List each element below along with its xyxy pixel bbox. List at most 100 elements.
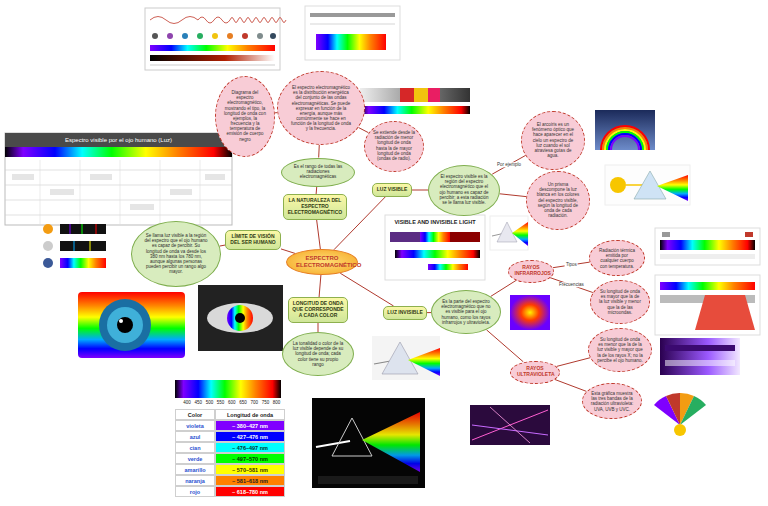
uv-chart-part: [665, 360, 735, 366]
eye-photo-part: [78, 292, 185, 358]
rainbow-photo-part: [605, 130, 645, 150]
eye-photo: [78, 292, 185, 358]
prism-photo-dark-part: [312, 398, 425, 488]
eye-photo-dark-part: [198, 285, 283, 351]
connector-line: [491, 280, 517, 296]
connector-line: [317, 220, 321, 249]
prism-photo-dark-part: [362, 412, 420, 472]
em-spectrum-chart-part: [150, 55, 275, 61]
visible-spectrum-chart-part: [5, 147, 232, 157]
table-cell: ~ 427–476 nm: [215, 431, 285, 442]
sun-prism-part: [605, 165, 690, 205]
visible-spectrum-chart-part: [5, 170, 232, 171]
light-source-icons-part: [96, 224, 97, 234]
table-header: Color: [175, 409, 215, 420]
axis-tick: 750: [258, 399, 272, 407]
sun-prism-part: [626, 184, 644, 186]
sun-prism-part: [657, 175, 688, 201]
node-text-group: RAYOS ULTRAVIOLETA: [517, 366, 553, 378]
visible-spectrum-chart-part: [5, 133, 232, 225]
light-source-icons-part: [74, 241, 75, 251]
visible-spectrum-chart-part: [205, 174, 225, 180]
table-cell: verde: [175, 453, 215, 464]
connector-line: [281, 249, 295, 253]
table-cell: ~ 570–581 nm: [215, 464, 285, 475]
table-cell: violeta: [175, 420, 215, 431]
uv-fan-part: [674, 424, 686, 436]
uv-fan-part: [666, 393, 680, 425]
table-cell: rojo: [175, 486, 215, 497]
node-text-group: El espectro electromagnético es la distr…: [290, 85, 353, 132]
infrared-band-chart-part: [660, 282, 755, 290]
em-spectrum-chart-part: [150, 17, 286, 24]
example-cloud: El arcoíris es un fenómeno óptico que ha…: [521, 111, 585, 170]
infrared-chart-part: [660, 254, 755, 259]
definition-oval: Es la parte del espectro electromagnétic…: [431, 290, 501, 334]
eye-photo-part: [99, 299, 151, 351]
em-spectrum-chart-part: [167, 33, 173, 39]
infrared-band-chart-part: [655, 275, 760, 335]
spectrum-strip-part: [310, 13, 395, 17]
node-text: Es la parte del espectro electromagnétic…: [441, 299, 491, 325]
prism-rays-part: [512, 222, 528, 246]
visible-spectrum-chart-part: [160, 160, 161, 225]
node-text-group: Su longitud de onda es menor que la de l…: [597, 337, 643, 363]
node-text: RAYOS ULTRAVIOLETA: [517, 366, 553, 378]
laser-photo-part: [490, 407, 530, 443]
subtopic-cloud: RAYOS ULTRAVIOLETA: [510, 361, 560, 384]
node-text-group: Un prisma descompone la luz blanca en lo…: [535, 182, 581, 218]
spectrum-strip-part: [316, 34, 386, 50]
prism-photo-part: [408, 348, 440, 376]
visible-spectrum-chart-part: [200, 160, 201, 225]
node-text-group: Radiación térmica emitida por cualquier …: [597, 248, 637, 269]
node-text-group: LUZ INVISIBLE: [387, 310, 423, 316]
node-text-group: Su longitud de onda es mayor que la de l…: [599, 289, 642, 315]
axis-tick: 700: [247, 399, 261, 407]
example-cloud: Un prisma descompone la luz blanca en lo…: [526, 171, 590, 230]
infrared-chart-part: [745, 232, 753, 237]
prism-photo-dark: [312, 398, 425, 488]
node-text: LUZ VISIBLE: [376, 187, 408, 193]
visible-spectrum-chart-part: [5, 185, 232, 186]
connector-line: [554, 379, 586, 391]
axis-tick: 650: [236, 399, 250, 407]
prism-photo-dark-part: [316, 441, 350, 447]
eye-photo-part: [117, 317, 133, 333]
connector-line: [316, 186, 318, 194]
em-spectrum-chart-part: [197, 33, 203, 39]
node-text: Un prisma descompone la luz blanca en lo…: [535, 182, 581, 218]
node-text-group: Se llama luz visible a la región del esp…: [144, 233, 209, 274]
note-cloud: El espectro electromagnético es la distr…: [277, 71, 365, 145]
connector-line: [318, 145, 320, 158]
rainbow-photo-part: [601, 126, 649, 150]
visible-invisible-chart-part: [390, 232, 420, 242]
table-cell: ~ 497–570 nm: [215, 453, 285, 464]
node-text: El espectro visible es la región del esp…: [438, 174, 490, 205]
node-text-group: Diagrama del espectro electromagnético, …: [224, 90, 267, 142]
infrared-chart-part: [662, 232, 670, 237]
visible-spectrum-chart-part: [50, 189, 74, 195]
edge-label: Tipos: [565, 262, 578, 267]
em-spectrum-chart-part: [182, 33, 188, 39]
visible-spectrum-chart-part: [120, 160, 121, 225]
wavelength-spectrum-bar: [175, 380, 281, 398]
connector-line: [358, 127, 368, 132]
axis-tick: 500: [202, 399, 216, 407]
laser-photo: [470, 405, 550, 445]
em-spectrum-chart-part: [212, 33, 218, 39]
axis-tick: 400: [180, 399, 194, 407]
node-text-group: La tonalidad o color de la luz visible d…: [292, 341, 344, 367]
node-text: Diagrama del espectro electromagnético, …: [224, 90, 267, 142]
light-source-icons-part: [43, 258, 53, 268]
note-cloud: Su longitud de onda es mayor que la de l…: [590, 280, 650, 324]
eye-photo-part: [107, 307, 143, 343]
spectrum-bands-part: [414, 88, 428, 102]
topic-box: LÍMITE DE VISIÓN DEL SER HUMANO: [225, 230, 281, 250]
infrared-chart-part: [655, 228, 760, 265]
node-text-group: ESPECTRO ELECTROMAGNÉTICO: [296, 255, 348, 269]
note-cloud: Diagrama del espectro electromagnético, …: [215, 76, 275, 157]
axis-tick: 550: [214, 399, 228, 407]
light-source-icons-part: [70, 224, 71, 234]
